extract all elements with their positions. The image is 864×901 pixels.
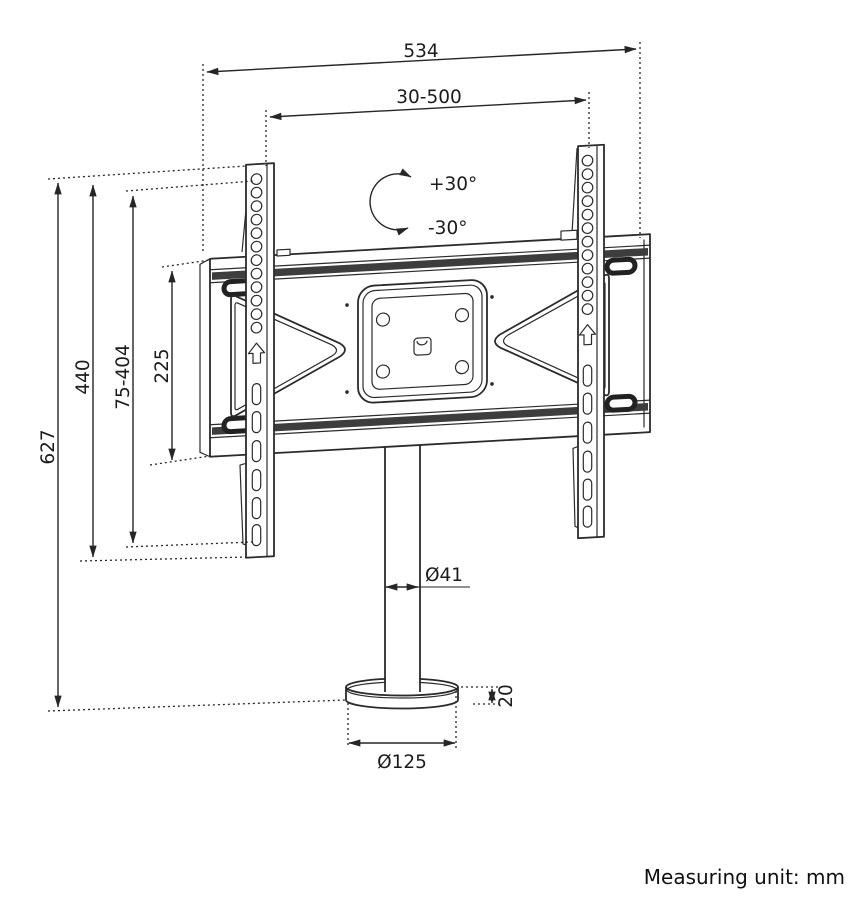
dim-plate-height: 225 — [152, 270, 176, 461]
dim-bracket-height-label: 440 — [73, 359, 94, 394]
dim-base-thickness: 20 — [488, 684, 517, 708]
dim-slide-width-label: 30-500 — [396, 87, 462, 108]
left-tab — [276, 248, 291, 257]
right-rail-slots — [582, 364, 593, 528]
dim-overall-width: 534 — [206, 41, 637, 76]
top-rail-band — [210, 244, 650, 284]
vesa-plate — [357, 279, 488, 404]
right-rail-holes — [581, 154, 594, 316]
bracket-assembly — [199, 143, 651, 559]
rotation-range-annotation: +30° -30° — [369, 168, 477, 239]
dim-overall-height: 627 — [38, 182, 62, 708]
dimension-annotations: 534 30-500 +30° -30° 627 440 75-404 — [38, 41, 641, 773]
up-arrow-mark — [247, 342, 266, 364]
up-arrow-mark — [578, 324, 597, 346]
vesa-hole — [454, 308, 470, 323]
left-rail-holes — [250, 173, 263, 334]
dim-overall-height-label: 627 — [38, 429, 59, 464]
dim-base-diameter: Ø125 — [348, 739, 456, 773]
left-wing-brace — [230, 294, 346, 418]
right-tab — [560, 229, 578, 241]
vesa-hole — [454, 360, 470, 375]
dim-pole-diameter-label: Ø41 — [425, 565, 463, 586]
dim-vesa-height-range: 75-404 — [113, 195, 137, 544]
left-tv-rail — [245, 162, 275, 559]
dim-bracket-height: 440 — [73, 184, 97, 558]
rotation-plus-label: +30° — [429, 174, 477, 195]
center-slot — [413, 336, 432, 356]
left-rail-slots — [251, 383, 262, 547]
stand-pole — [345, 443, 459, 697]
extension-lines — [47, 42, 641, 748]
vesa-hole — [375, 364, 391, 379]
rotation-minus-label: -30° — [428, 218, 467, 239]
screw-dots — [345, 295, 494, 394]
dim-pole-diameter: Ø41 — [385, 565, 470, 591]
dim-plate-height-label: 225 — [152, 348, 173, 383]
right-tv-rail — [577, 143, 605, 540]
stand-pole-and-base — [345, 443, 459, 710]
measuring-unit-label: Measuring unit: mm — [644, 865, 845, 889]
dim-base-thickness-label: 20 — [496, 684, 517, 708]
vesa-hole — [375, 312, 391, 327]
wall-plate — [199, 229, 651, 547]
dim-vesa-height-range-label: 75-404 — [113, 344, 134, 410]
dim-overall-width-label: 534 — [403, 41, 438, 62]
dim-base-diameter-label: Ø125 — [377, 752, 427, 773]
bottom-rail-band — [210, 399, 650, 439]
dim-slide-width-range: 30-500 — [269, 87, 587, 121]
